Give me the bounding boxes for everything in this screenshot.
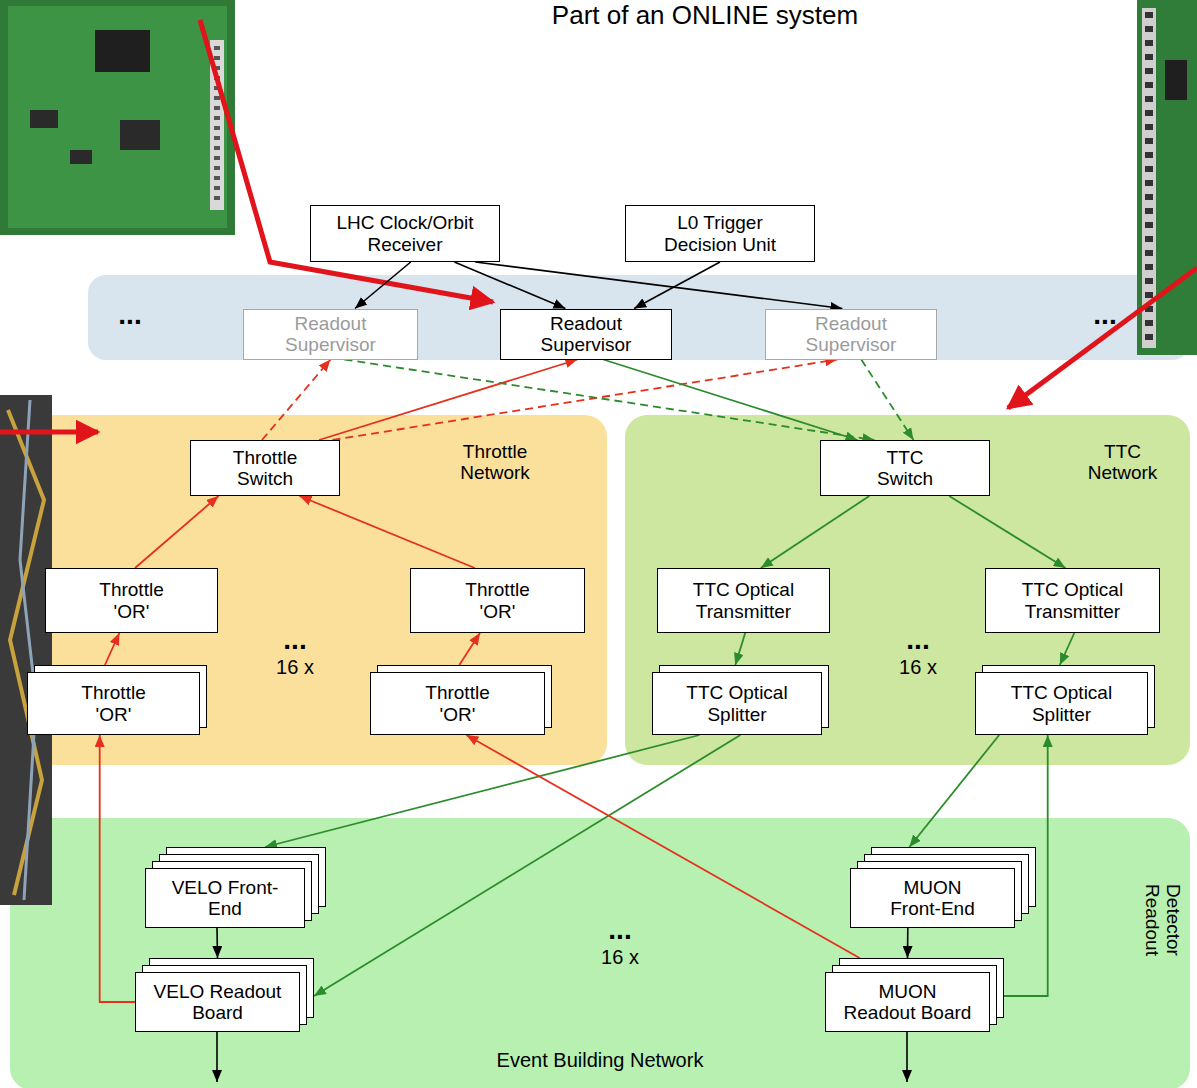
connector: [459, 633, 480, 665]
box-label: TTC Switch: [865, 447, 945, 490]
output-arrow: [216, 1032, 218, 1082]
board-photo: [0, 0, 235, 235]
multiplicity-label: 16 x: [888, 656, 948, 678]
process-box: TTC Optical Transmitter: [657, 568, 830, 633]
box-label: Readout Supervisor: [526, 313, 646, 356]
box-label: Readout Supervisor: [271, 313, 391, 356]
connector: [907, 928, 909, 958]
process-box: Throttle 'OR': [410, 568, 585, 633]
ellipsis-label: ...: [1080, 300, 1130, 331]
connector: [355, 262, 411, 309]
connector: [300, 496, 475, 568]
connector: [314, 735, 740, 996]
output-arrow: [906, 1032, 908, 1082]
stacked-board: VELO Front-End: [145, 868, 305, 928]
process-box: Readout Supervisor: [765, 309, 937, 360]
board-photo-pcb: [8, 6, 227, 228]
band-fills: [10, 415, 1190, 1088]
process-box: TTC Optical Transmitter: [985, 568, 1160, 633]
network-band: Event Building NetworkDetector ReadoutVE…: [10, 818, 1190, 1088]
stacked-board: TTC Optical Splitter: [975, 672, 1148, 735]
stacked-board: VELO Readout Board: [135, 972, 300, 1032]
band-title: Throttle Network: [435, 437, 555, 487]
multiplicity-label: 16 x: [590, 946, 650, 968]
connector: [216, 928, 218, 958]
box-label: TTC Optical Splitter: [677, 682, 797, 725]
connector-pins: [1145, 12, 1153, 344]
connector: [603, 360, 857, 441]
connector: [135, 496, 219, 568]
chip: [95, 30, 150, 72]
photo-pointer: [1008, 268, 1197, 408]
band-title: TTC Network: [1070, 437, 1175, 487]
box-label: Throttle 'OR': [69, 682, 159, 725]
process-box: LHC Clock/Orbit Receiver: [310, 205, 500, 262]
network-band: Throttle Network Throttle SwitchThrottle …: [10, 415, 607, 765]
box-label: MUON Readout Board: [843, 981, 973, 1024]
connector: [735, 633, 745, 665]
box-label: TTC Optical Splitter: [1002, 682, 1122, 725]
box-label: LHC Clock/Orbit Receiver: [325, 212, 485, 255]
band-side-title: Detector Readout: [1138, 865, 1188, 975]
stacked-board: MUON Front-End: [850, 868, 1015, 928]
process-box: Readout Supervisor: [243, 309, 418, 360]
photo-pointer: [0, 430, 98, 435]
ellipsis-label: ...: [270, 625, 320, 656]
supervisor-band: [88, 275, 1190, 360]
connector: [909, 735, 999, 847]
box-label: L0 Trigger Decision Unit: [645, 212, 795, 255]
chip: [1165, 60, 1187, 100]
connector: [634, 262, 720, 309]
connector: [1060, 633, 1075, 665]
connector: [475, 262, 842, 309]
connector: [454, 262, 565, 309]
box-label: VELO Front-End: [170, 877, 280, 920]
connector: [105, 633, 120, 665]
diagram-title: Part of an ONLINE system: [480, 0, 930, 31]
connector: [345, 360, 875, 441]
box-label: Throttle 'OR': [413, 682, 503, 725]
box-label: TTC Optical Transmitter: [684, 579, 804, 622]
chip: [30, 110, 58, 128]
network-band: TTC Network TTC SwitchTTC Optical Transmi…: [625, 415, 1190, 765]
process-box: Throttle 'OR': [45, 568, 218, 633]
band-fill: [10, 415, 607, 765]
band-fill: [10, 818, 1190, 1088]
box-label: Throttle 'OR': [87, 579, 177, 622]
connector: [761, 496, 870, 568]
box-label: TTC Optical Transmitter: [1013, 579, 1133, 622]
connector: [100, 735, 135, 1002]
stacked-board: Throttle 'OR': [370, 672, 545, 735]
box-label: VELO Readout Board: [153, 981, 283, 1024]
box-label: MUON Front-End: [878, 877, 988, 920]
rack-photo: [0, 395, 52, 905]
stacked-board: MUON Readout Board: [825, 972, 990, 1032]
ellipsis-label: ...: [595, 915, 645, 946]
process-box: Throttle Switch: [190, 440, 340, 496]
ellipsis-label: ...: [893, 625, 943, 656]
connector: [262, 360, 331, 441]
connector: [319, 360, 577, 441]
box-label: Throttle 'OR': [453, 579, 543, 622]
connector: [333, 360, 838, 441]
band-fill: [625, 415, 1190, 765]
band-title: Event Building Network: [10, 1046, 1190, 1074]
connector: [949, 496, 1065, 568]
box-label: Throttle Switch: [215, 447, 315, 490]
ellipsis-label: ...: [105, 300, 155, 331]
chip: [70, 150, 92, 164]
board-photo: [1137, 0, 1197, 355]
process-box: L0 Trigger Decision Unit: [625, 205, 815, 262]
process-box: Readout Supervisor: [500, 309, 672, 360]
connector: [466, 735, 859, 958]
chip: [120, 120, 160, 150]
box-label: Readout Supervisor: [791, 313, 911, 356]
stacked-board: TTC Optical Splitter: [652, 672, 822, 735]
connector: [861, 360, 913, 441]
stacked-board: Throttle 'OR': [27, 672, 200, 735]
multiplicity-label: 16 x: [265, 656, 325, 678]
process-box: TTC Switch: [820, 440, 990, 496]
cable: [20, 400, 36, 900]
